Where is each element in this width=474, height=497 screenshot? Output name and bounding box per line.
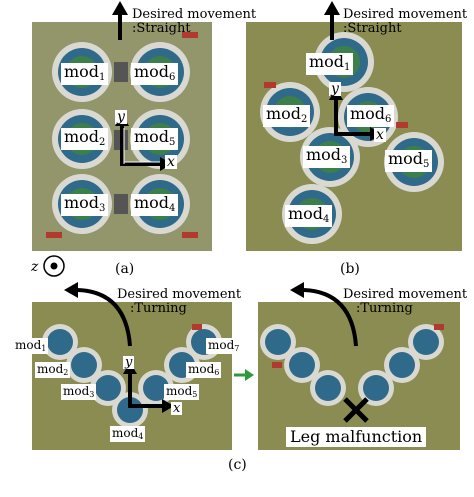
caption-c: (c) <box>228 457 247 473</box>
photo-panel-c-right <box>258 302 460 450</box>
desired-movement-a-line1: Desired movement <box>132 7 257 22</box>
desired-movement-c-right-line1: Desired movement <box>343 287 468 302</box>
module-label-b-5: mod5 <box>385 150 433 172</box>
axis-label-c-y: y <box>123 355 135 370</box>
module-label-b-6: mod6 <box>347 105 395 127</box>
module-label-a-1: mod1 <box>61 63 109 85</box>
leg-malfunction-label: Leg malfunction <box>286 427 427 447</box>
module-label-c-2: mod2 <box>35 362 71 378</box>
z-out-of-plane-icon <box>43 255 65 277</box>
module-label-c-1: mod1 <box>13 338 49 354</box>
axis-label-b-y: y <box>329 81 341 97</box>
module-label-b-4: mod4 <box>285 205 333 227</box>
caption-a: (a) <box>115 261 135 277</box>
desired-movement-c-left-line1: Desired movement <box>117 287 242 302</box>
desired-movement-a-line2: :Straight <box>132 21 191 36</box>
axes-c <box>123 362 174 413</box>
axis-label-z: z <box>29 259 41 275</box>
module-label-a-4: mod4 <box>131 194 179 216</box>
malfunction-cross-icon <box>343 397 369 423</box>
module-label-b-1: mod1 <box>306 53 354 75</box>
module-label-b-3: mod3 <box>303 146 351 168</box>
desired-movement-b-line2: :Straight <box>343 21 402 36</box>
module-label-c-4: mod4 <box>110 426 146 442</box>
module-label-c-3: mod3 <box>61 384 97 400</box>
robot-photo-c-right <box>258 302 460 450</box>
module-label-a-2: mod2 <box>61 128 109 150</box>
desired-movement-c-right-line2: :Turning <box>356 301 413 316</box>
module-label-a-3: mod3 <box>61 194 109 216</box>
axis-label-b-x: x <box>374 127 386 143</box>
axis-label-c-x: x <box>171 401 183 416</box>
straight-arrow-a <box>112 1 128 40</box>
transition-arrow-icon <box>234 369 254 381</box>
turning-arrow-right <box>290 282 358 347</box>
module-label-c-6: mod6 <box>186 362 222 378</box>
module-label-c-7: mod7 <box>206 338 242 354</box>
desired-movement-b-line1: Desired movement <box>343 7 468 22</box>
module-label-a-5: mod5 <box>131 128 179 150</box>
axis-label-a-y: y <box>115 109 127 125</box>
module-label-a-6: mod6 <box>131 63 179 85</box>
desired-movement-c-left-line2: :Turning <box>130 301 187 316</box>
module-label-c-5: mod5 <box>164 384 200 400</box>
caption-b: (b) <box>340 261 360 277</box>
turning-arrow-left <box>64 282 132 347</box>
axis-label-a-x: x <box>165 154 177 170</box>
straight-arrow-b <box>324 1 340 40</box>
module-label-b-2: mod2 <box>263 105 311 127</box>
